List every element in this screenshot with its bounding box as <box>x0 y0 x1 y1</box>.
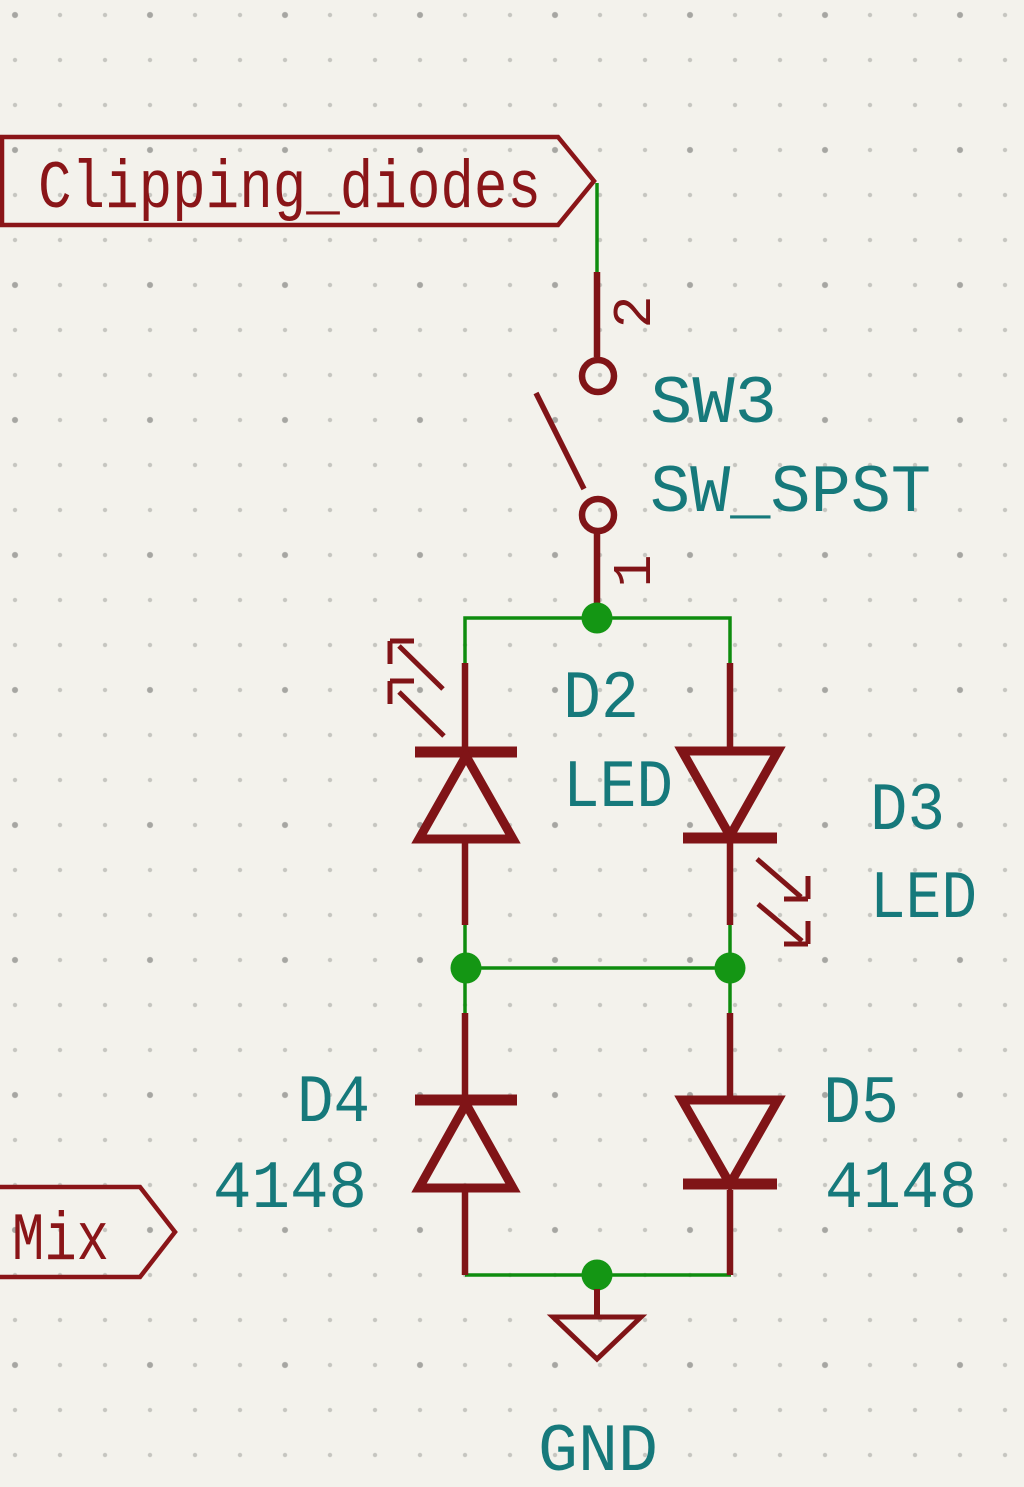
hier-label-mix[interactable]: Mix <box>0 1184 178 1280</box>
diode-value[interactable]: 4148 <box>825 1151 977 1228</box>
diode-value[interactable]: LED <box>563 750 673 827</box>
diode-reference[interactable]: D2 <box>563 661 639 738</box>
switch-pin2-number: 2 <box>604 295 667 328</box>
switch-reference[interactable]: SW3 <box>650 366 777 443</box>
switch-contact-bottom <box>578 495 618 535</box>
led-arrow-icon <box>756 902 811 947</box>
hier-label-shape[interactable] <box>0 134 597 228</box>
gnd-label[interactable]: GND <box>538 1414 658 1487</box>
switch-sw3[interactable]: 2 1 SW3 SW_SPST <box>533 272 931 612</box>
led-emission-arrows <box>387 638 446 738</box>
diode-d4-4148[interactable]: D4 4148 <box>213 1013 521 1275</box>
led-emission-arrows <box>755 857 811 947</box>
diode-value[interactable]: LED <box>870 861 977 938</box>
switch-value[interactable]: SW_SPST <box>650 455 931 532</box>
diode-triangle <box>411 746 521 844</box>
diode-triangle <box>674 1095 786 1194</box>
junction-dot[interactable] <box>450 952 482 984</box>
junction-dot[interactable] <box>581 1259 613 1291</box>
diode-reference[interactable]: D3 <box>870 773 945 850</box>
hier-label-shape[interactable] <box>0 1184 178 1280</box>
diode-reference[interactable]: D5 <box>823 1066 899 1143</box>
power-gnd[interactable]: GND <box>538 1289 658 1487</box>
diode-d2-led[interactable]: D2 LED <box>387 638 673 925</box>
led-arrow-icon <box>755 857 811 902</box>
switch-pin1-number: 1 <box>604 554 667 587</box>
hier-label-text[interactable]: Mix <box>12 1203 109 1280</box>
gnd-triangle-icon <box>546 1314 648 1363</box>
diode-d3-led[interactable]: D3 LED <box>674 663 977 947</box>
diode-triangle <box>411 1094 521 1193</box>
diode-reference[interactable]: D4 <box>297 1065 370 1142</box>
diode-d5-4148[interactable]: D5 4148 <box>674 1013 977 1275</box>
diode-triangle <box>674 746 786 846</box>
junction-dot[interactable] <box>714 952 746 984</box>
led-arrow-icon <box>387 638 445 691</box>
switch-contact-top <box>578 356 618 396</box>
junction-dot[interactable] <box>581 602 613 634</box>
led-arrow-icon <box>387 678 446 738</box>
diode-value[interactable]: 4148 <box>213 1151 367 1228</box>
hier-label-text[interactable]: Clipping_diodes <box>38 151 541 228</box>
hier-label-clipping-diodes[interactable]: Clipping_diodes <box>0 134 597 228</box>
switch-lever <box>533 391 587 491</box>
